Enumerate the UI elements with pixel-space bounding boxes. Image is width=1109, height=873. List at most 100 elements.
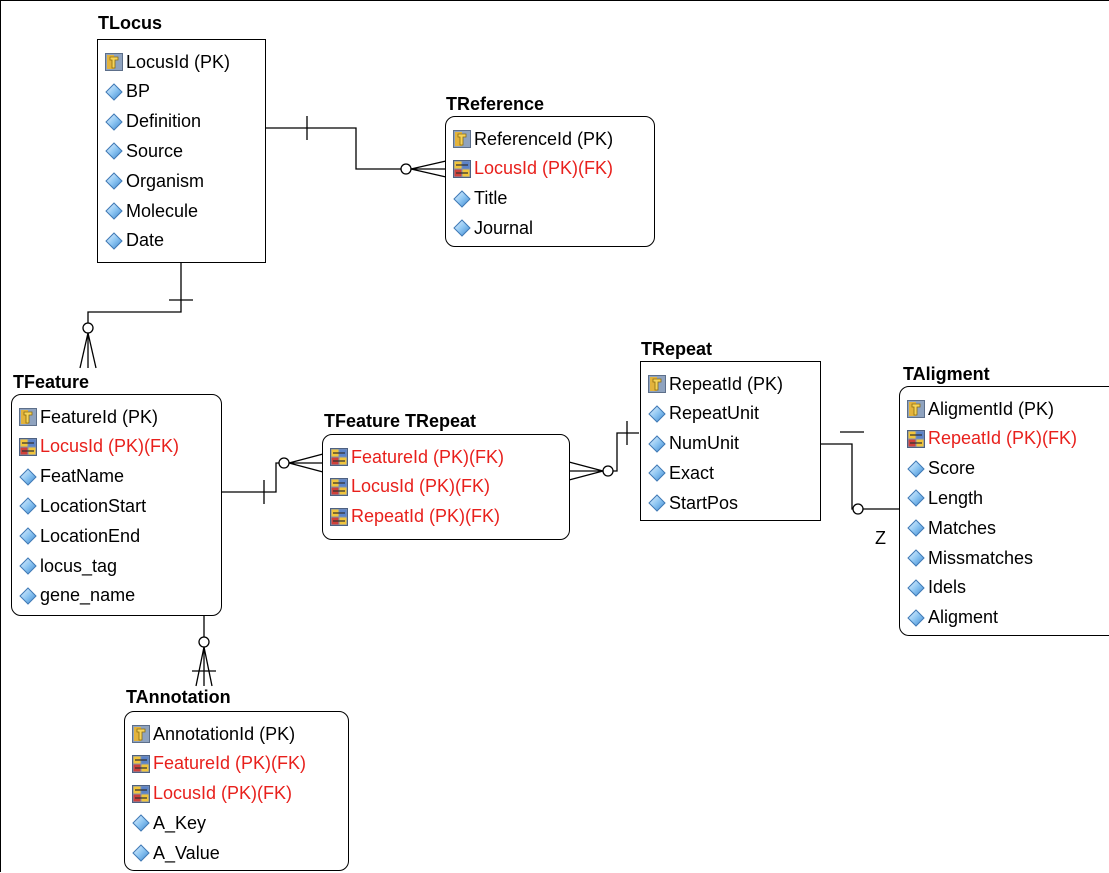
attribute-label: Journal <box>474 217 534 238</box>
rel-trepeat-taligment <box>821 431 900 515</box>
attribute-label: Date <box>126 230 165 251</box>
attribute-row[interactable]: Missmatches <box>907 545 1033 571</box>
attribute-label: RepeatId (PK) <box>669 373 784 394</box>
attribute-row[interactable]: FeatName <box>19 464 124 490</box>
attribute-row[interactable]: LocusId (PK)(FK) <box>453 156 613 182</box>
column-icon <box>907 489 925 508</box>
column-icon <box>648 405 666 423</box>
foreign-key-icon <box>330 448 348 466</box>
attribute-row[interactable]: Date <box>105 228 164 254</box>
foreign-key-icon <box>19 437 37 456</box>
column-icon <box>907 579 925 597</box>
attribute-row[interactable]: NumUnit <box>648 431 739 457</box>
column-icon <box>19 497 37 516</box>
attribute-row[interactable]: LocationStart <box>19 493 146 519</box>
attribute-label: RepeatId (PK)(FK) <box>351 506 501 527</box>
cardinality-z-label: Z <box>875 528 886 548</box>
attribute-row[interactable]: Definition <box>105 109 201 135</box>
column-icon <box>105 172 123 190</box>
attribute-row[interactable]: FeatureId (PK)(FK) <box>132 751 306 777</box>
attribute-label: Definition <box>126 111 202 132</box>
attribute-row[interactable]: A_Key <box>132 810 206 836</box>
attribute-row[interactable]: Journal <box>453 215 533 241</box>
column-icon <box>105 202 123 220</box>
primary-key-icon <box>453 130 471 148</box>
column-icon <box>105 232 123 250</box>
column-icon <box>19 587 37 605</box>
attribute-label: Source <box>126 140 184 161</box>
attribute-label: StartPos <box>669 492 739 513</box>
attribute-row[interactable]: Score <box>907 456 975 482</box>
attribute-row[interactable]: ReferenceId (PK) <box>453 126 613 152</box>
attribute-label: A_Key <box>153 812 207 833</box>
column-icon <box>453 219 471 238</box>
rel-tfeature-tannotation <box>192 616 216 687</box>
attribute-row[interactable]: Molecule <box>105 198 198 224</box>
attribute-label: LocationStart <box>40 495 147 516</box>
attribute-row[interactable]: Organism <box>105 168 204 194</box>
primary-key-icon <box>19 408 37 426</box>
attribute-row[interactable]: LocusId (PK) <box>105 49 230 75</box>
attribute-row[interactable]: Title <box>453 186 507 212</box>
primary-key-icon <box>907 400 925 418</box>
attribute-row[interactable]: A_Value <box>132 840 220 866</box>
attribute-row[interactable]: LocationEnd <box>19 523 140 549</box>
column-icon <box>19 557 37 575</box>
attribute-label: Molecule <box>126 200 199 221</box>
attribute-row[interactable]: LocusId (PK)(FK) <box>19 434 179 460</box>
entity-title: TFeature <box>13 372 90 392</box>
column-icon <box>907 519 925 537</box>
attribute-label: ReferenceId (PK) <box>474 128 614 149</box>
attribute-row[interactable]: AnnotationId (PK) <box>132 721 295 747</box>
primary-key-icon <box>132 725 150 743</box>
attribute-row[interactable]: RepeatId (PK)(FK) <box>907 426 1077 452</box>
attribute-row[interactable]: AligmentId (PK) <box>907 396 1054 422</box>
attribute-label: LocusId (PK) <box>126 51 231 72</box>
foreign-key-icon <box>132 754 150 773</box>
attribute-row[interactable]: Exact <box>648 460 714 486</box>
attribute-row[interactable]: Aligment <box>907 605 998 631</box>
attribute-row[interactable]: RepeatId (PK)(FK) <box>330 504 500 530</box>
attribute-label: FeatureId (PK) <box>40 406 159 427</box>
foreign-key-icon <box>907 429 925 448</box>
attribute-row[interactable]: FeatureId (PK) <box>19 404 158 430</box>
attribute-label: gene_name <box>40 585 136 606</box>
attribute-label: Title <box>474 188 508 209</box>
attribute-row[interactable]: FeatureId (PK)(FK) <box>330 444 504 470</box>
attribute-row[interactable]: LocusId (PK)(FK) <box>132 781 292 807</box>
attribute-label: Length <box>928 487 984 508</box>
column-icon <box>907 549 925 567</box>
attribute-row[interactable]: gene_name <box>19 583 135 609</box>
primary-key-icon <box>648 375 666 393</box>
attribute-label: Matches <box>928 517 997 538</box>
attribute-label: Aligment <box>928 607 999 628</box>
attribute-row[interactable]: Matches <box>907 515 996 541</box>
attribute-row[interactable]: RepeatUnit <box>648 401 759 427</box>
attribute-row[interactable]: LocusId (PK)(FK) <box>330 474 490 500</box>
column-icon <box>648 464 666 483</box>
entity-title: TAnnotation <box>126 687 231 707</box>
attribute-row[interactable]: Source <box>105 138 183 164</box>
attribute-label: AligmentId (PK) <box>928 398 1055 419</box>
column-icon <box>105 83 123 101</box>
foreign-key-icon <box>330 477 348 496</box>
attribute-row[interactable]: BP <box>105 79 150 105</box>
attribute-label: Exact <box>669 462 715 483</box>
foreign-key-icon <box>453 159 471 178</box>
attribute-row[interactable]: RepeatId (PK) <box>648 371 783 397</box>
entity-title: TAligment <box>903 364 990 384</box>
column-icon <box>648 434 666 453</box>
attribute-row[interactable]: Length <box>907 485 983 511</box>
column-icon <box>105 142 123 161</box>
entity-box: AnnotationId (PK) FeatureId (PK)(FK) Locus… <box>124 711 349 871</box>
attribute-label: LocusId (PK)(FK) <box>40 436 180 457</box>
column-icon <box>132 814 150 833</box>
attribute-row[interactable]: locus_tag <box>19 553 117 579</box>
attribute-row[interactable]: Idels <box>907 575 966 601</box>
attribute-label: Organism <box>126 170 205 191</box>
attribute-row[interactable]: StartPos <box>648 490 738 516</box>
attribute-label: LocationEnd <box>40 525 141 546</box>
